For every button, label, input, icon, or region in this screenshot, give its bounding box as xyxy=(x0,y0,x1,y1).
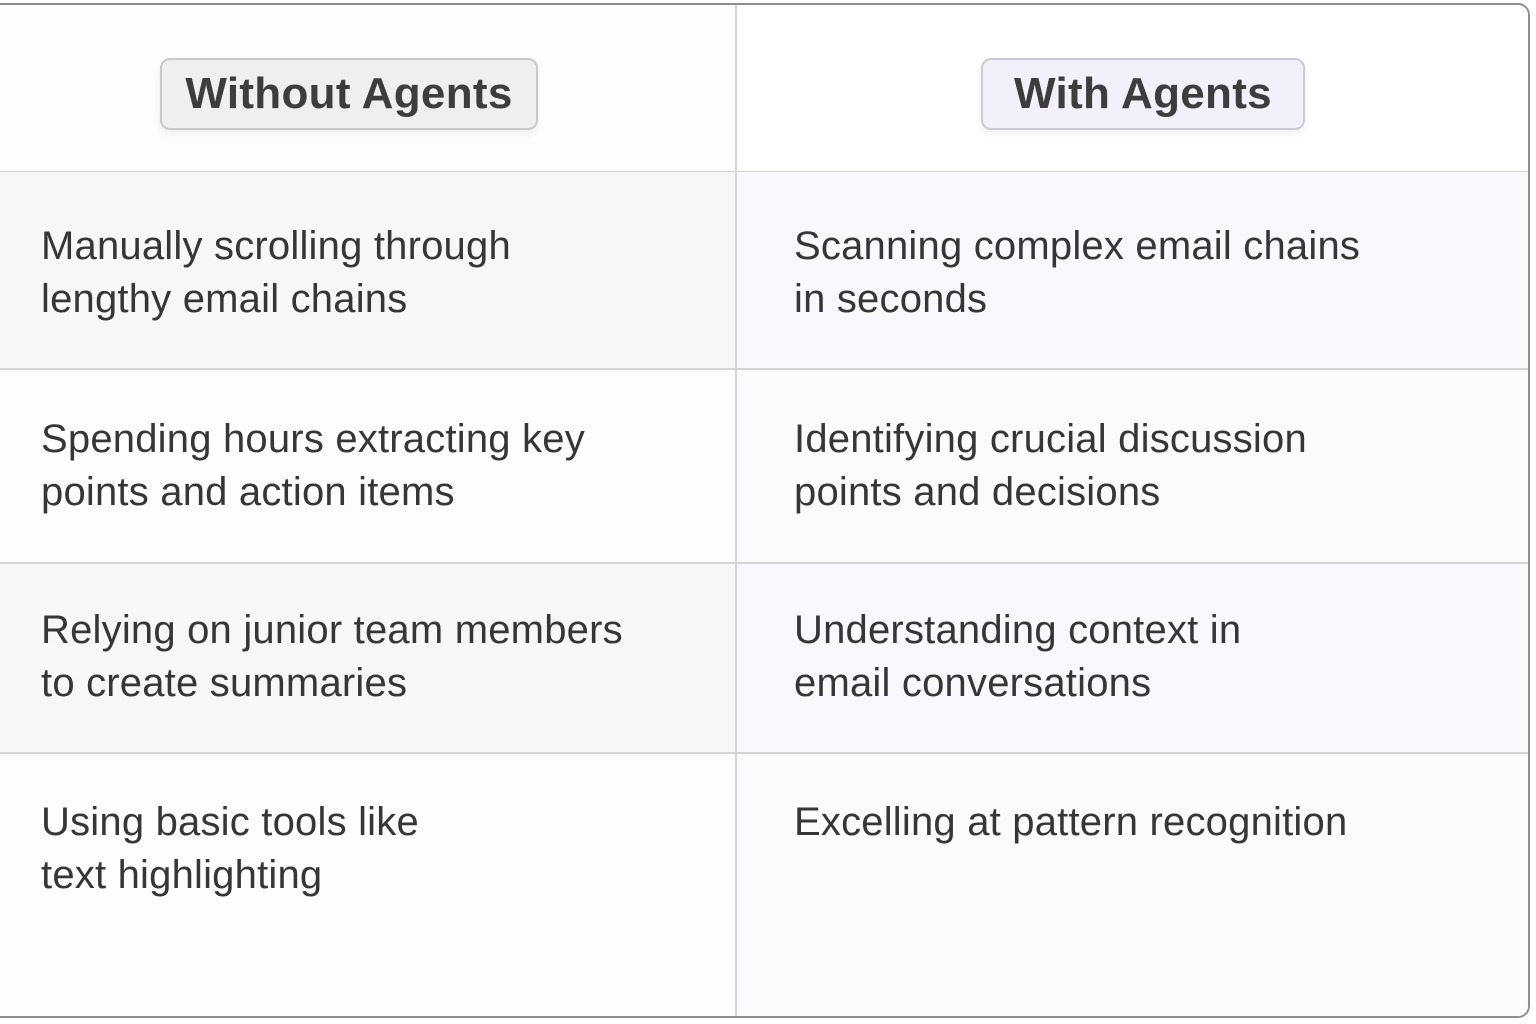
without-cell: Manually scrolling through lengthy email… xyxy=(0,172,737,368)
with-text: Excelling at pattern recognition xyxy=(794,800,1348,844)
table-row: Manually scrolling through lengthy email… xyxy=(0,172,1528,370)
with-cell: Understanding context in email conversat… xyxy=(737,564,1528,752)
without-text: Manually scrolling through lengthy email… xyxy=(41,224,511,321)
comparison-table: Without Agents With Agents Manually scro… xyxy=(0,3,1530,1018)
without-text: Relying on junior team members to create… xyxy=(41,608,623,705)
without-text: Spending hours extracting key points and… xyxy=(41,417,585,514)
with-text: Understanding context in email conversat… xyxy=(794,608,1242,705)
with-cell: Excelling at pattern recognition xyxy=(737,754,1528,1016)
table-row: Relying on junior team members to create… xyxy=(0,564,1528,754)
without-cell: Relying on junior team members to create… xyxy=(0,564,737,752)
with-cell: Identifying crucial discussion points an… xyxy=(737,370,1528,562)
header-cell-without: Without Agents xyxy=(0,5,737,171)
header-row: Without Agents With Agents xyxy=(0,5,1528,173)
without-text: Using basic tools like text highlighting xyxy=(41,800,419,897)
with-cell: Scanning complex email chains in seconds xyxy=(737,172,1528,368)
with-text: Identifying crucial discussion points an… xyxy=(794,417,1307,514)
with-agents-badge: With Agents xyxy=(981,58,1305,130)
without-agents-badge: Without Agents xyxy=(160,58,538,130)
table-row: Spending hours extracting key points and… xyxy=(0,370,1528,564)
with-text: Scanning complex email chains in seconds xyxy=(794,224,1361,321)
without-cell: Spending hours extracting key points and… xyxy=(0,370,737,562)
table-row: Using basic tools like text highlighting… xyxy=(0,754,1528,1016)
header-cell-with: With Agents xyxy=(737,5,1528,171)
without-cell: Using basic tools like text highlighting xyxy=(0,754,737,1016)
